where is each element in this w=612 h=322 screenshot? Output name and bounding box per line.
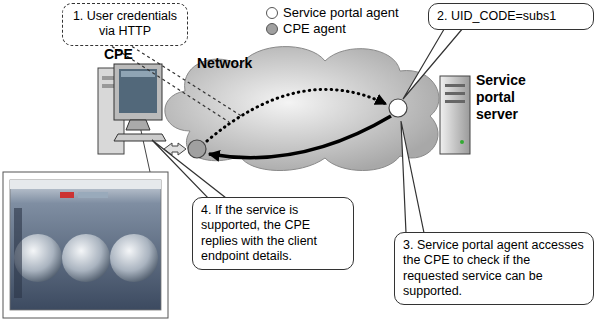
legend-swatch xyxy=(266,23,278,35)
server-label: Service portal server xyxy=(476,72,542,122)
callout-text: 1. User credentials via HTTP xyxy=(71,9,179,40)
cpe-agent xyxy=(188,140,206,158)
callout-text: 3. Service portal agent accesses the CPE… xyxy=(403,238,585,299)
portal-agent xyxy=(389,99,407,117)
cloud-label: Network xyxy=(197,55,252,71)
callout-text: 2. UID_CODE=subs1 xyxy=(437,9,585,24)
reply-callout: 4. If the service is supported, the CPE … xyxy=(192,197,354,270)
reply-flow xyxy=(209,116,391,158)
cloud-outline xyxy=(165,47,439,171)
legend-text: Service portal agent xyxy=(283,5,399,21)
callout-text: 4. If the service is supported, the CPE … xyxy=(201,203,345,264)
screenshot-inset xyxy=(3,126,168,318)
device-label: CPE xyxy=(104,46,133,63)
legend-swatch xyxy=(266,7,278,19)
uid-callout: 2. UID_CODE=subs1 xyxy=(428,3,594,30)
callout-tail xyxy=(152,140,226,198)
leader-line xyxy=(112,47,229,123)
callout-tail xyxy=(403,29,462,99)
legend-text: CPE agent xyxy=(283,21,346,37)
computer-icon xyxy=(98,64,166,154)
credentials-callout: 1. User credentials via HTTP xyxy=(62,3,188,46)
check-callout: 3. Service portal agent accesses the CPE… xyxy=(394,232,594,305)
server-icon xyxy=(440,76,470,154)
callout-tail xyxy=(401,121,424,233)
leader-line xyxy=(132,47,243,118)
